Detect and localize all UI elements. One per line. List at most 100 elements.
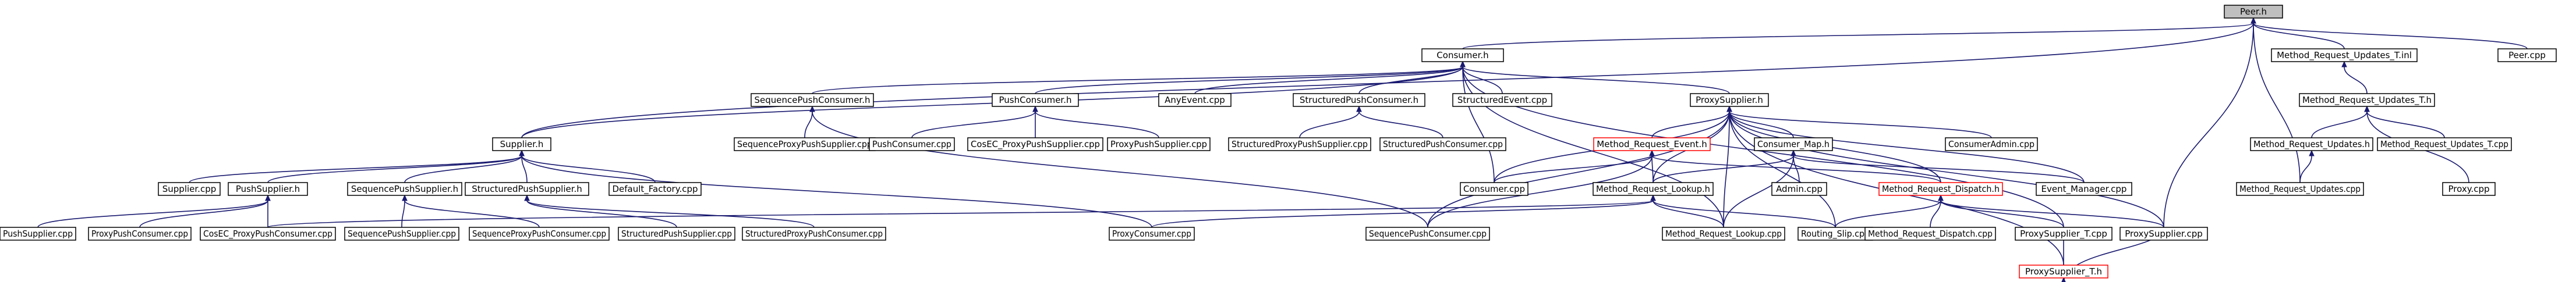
graph-node-seqpushconsumer-cpp[interactable]: SequencePushConsumer.cpp <box>1365 227 1490 241</box>
graph-node-seqpushconsumer-h[interactable]: SequencePushConsumer.h <box>751 93 874 107</box>
graph-node-pushconsumer-cpp[interactable]: PushConsumer.cpp <box>869 137 955 151</box>
graph-node-cosec-proxypushsupplier-cpp[interactable]: CosEC_ProxyPushSupplier.cpp <box>967 137 1103 151</box>
graph-node-mru-t-cpp[interactable]: Method_Request_Updates_T.cpp <box>2377 137 2512 151</box>
graph-node-seqpushsupplier-h[interactable]: SequencePushSupplier.h <box>347 182 462 196</box>
node-label: Event_Manager.cpp <box>2041 184 2127 195</box>
edge-line <box>1462 66 1503 94</box>
graph-node-seqproxypushsupplier-cpp[interactable]: SequenceProxyPushSupplier.cpp <box>734 137 876 151</box>
edge-line <box>139 200 268 228</box>
graph-node-admin-cpp[interactable]: Admin.cpp <box>1771 182 1827 196</box>
graph-node-mru-h[interactable]: Method_Request_Updates.h <box>2250 137 2373 151</box>
edge-line <box>1427 155 1653 228</box>
graph-node-anyevent-cpp[interactable]: AnyEvent.cpp <box>1158 93 1232 107</box>
edge-arrowhead <box>809 105 815 112</box>
edge-arrowhead <box>1938 194 1944 201</box>
graph-node-mru-t-h[interactable]: Method_Request_Updates_T.h <box>2299 93 2435 107</box>
node-label: SequencePushSupplier.cpp <box>348 229 456 239</box>
dependency-edge <box>1835 194 1944 228</box>
node-box <box>2236 182 2364 196</box>
graph-node-consumer-cpp[interactable]: Consumer.cpp <box>1460 182 1528 196</box>
graph-node-structpushconsumer-h[interactable]: StructuredPushConsumer.h <box>1293 93 1425 107</box>
node-label: CosEC_ProxyPushConsumer.cpp <box>203 229 332 240</box>
dependency-edge <box>1650 194 1724 228</box>
graph-node-mrd-h[interactable]: Method_Request_Dispatch.h <box>1878 182 2003 196</box>
node-label: Method_Request_Updates_T.h <box>2302 95 2432 106</box>
graph-node-proxysupplier-cpp[interactable]: ProxySupplier.cpp <box>2119 227 2208 241</box>
graph-node-default-factory-cpp[interactable]: Default_Factory.cpp <box>608 182 702 196</box>
graph-node-structproxypushsupplier-cpp[interactable]: StructuredProxyPushSupplier.cpp <box>1228 137 1371 151</box>
dependency-edge <box>2251 17 2345 49</box>
graph-node-mrl-h[interactable]: Method_Request_Lookup.h <box>1593 182 1714 196</box>
node-box <box>1945 137 2038 151</box>
dependency-edge <box>37 194 271 228</box>
node-label: PushSupplier.cpp <box>3 229 73 239</box>
graph-node-proxypushsupplier-cpp[interactable]: ProxyPushSupplier.cpp <box>1107 137 1211 151</box>
edge-line <box>521 155 656 183</box>
node-label: PushConsumer.cpp <box>872 139 951 149</box>
graph-node-structpushsupplier-h[interactable]: StructuredPushSupplier.h <box>465 182 589 196</box>
node-box <box>1878 182 2003 196</box>
dependency-edge <box>139 194 271 228</box>
node-label: CosEC_ProxyPushSupplier.cpp <box>971 139 1100 150</box>
graph-node-proxysupplier-h[interactable]: ProxySupplier.h <box>1690 93 1769 107</box>
graph-node-peer-h[interactable]: Peer.h <box>2224 5 2283 19</box>
graph-node-mru-t-inl[interactable]: Method_Request_Updates_T.inl <box>2271 48 2418 62</box>
edge-arrowhead <box>2309 149 2315 156</box>
graph-node-proxypushconsumer-cpp[interactable]: ProxyPushConsumer.cpp <box>88 227 192 241</box>
edge-line <box>1729 111 1992 138</box>
graph-node-seqproxypushconsumer-cpp[interactable]: SequenceProxyPushConsumer.cpp <box>469 227 610 241</box>
node-label: SequenceProxyPushSupplier.cpp <box>737 139 872 149</box>
edge-line <box>2253 23 2528 49</box>
graph-node-proxysupplier-t-cpp[interactable]: ProxySupplier_T.cpp <box>2015 227 2113 241</box>
dependency-edge <box>524 194 815 228</box>
graph-node-seqpushsupplier-cpp[interactable]: SequencePushSupplier.cpp <box>344 227 459 241</box>
graph-node-structpushsupplier-cpp[interactable]: StructuredPushSupplier.cpp <box>618 227 735 241</box>
node-box <box>751 93 874 107</box>
node-box <box>1365 227 1490 241</box>
graph-node-consumermap-h[interactable]: Consumer_Map.h <box>1754 137 1833 151</box>
graph-node-structproxypushconsumer-cpp[interactable]: StructuredProxyPushConsumer.cpp <box>742 227 886 241</box>
edge-line <box>404 200 540 228</box>
node-box <box>992 93 1079 107</box>
dependency-edge <box>1356 105 1443 138</box>
node-label: AnyEvent.cpp <box>1165 95 1225 105</box>
dependency-edge <box>2299 149 2315 183</box>
node-label: StructuredProxyPushSupplier.cpp <box>1232 139 1368 149</box>
dependency-edge <box>1358 60 1466 94</box>
node-box <box>88 227 192 241</box>
node-label: SequencePushSupplier.h <box>351 184 458 194</box>
graph-node-pushconsumer-h[interactable]: PushConsumer.h <box>992 93 1079 107</box>
graph-node-cosec-proxypushconsumer-cpp[interactable]: CosEC_ProxyPushConsumer.cpp <box>200 227 336 241</box>
edge-arrowhead <box>524 194 530 201</box>
dependency-edge <box>519 149 1152 228</box>
graph-node-mre-h[interactable]: Method_Request_Event.h <box>1593 137 1711 151</box>
graph-node-routing-slip-cpp[interactable]: Routing_Slip.cpp <box>1797 227 1873 241</box>
graph-node-mrl-cpp[interactable]: Method_Request_Lookup.cpp <box>1662 227 1785 241</box>
node-box <box>1593 182 1714 196</box>
graph-node-structpushconsumer-cpp[interactable]: StructuredPushConsumer.cpp <box>1379 137 1506 151</box>
graph-node-consumer-h[interactable]: Consumer.h <box>1421 48 1504 62</box>
graph-node-peer-cpp[interactable]: Peer.cpp <box>2497 48 2557 62</box>
graph-node-proxy-cpp[interactable]: Proxy.cpp <box>2442 182 2496 196</box>
graph-node-event-manager-cpp[interactable]: Event_Manager.cpp <box>2036 182 2132 196</box>
graph-node-proxyconsumer-cpp[interactable]: ProxyConsumer.cpp <box>1109 227 1195 241</box>
graph-node-pushsupplier-h[interactable]: PushSupplier.h <box>228 182 308 196</box>
graph-node-mru-cpp[interactable]: Method_Request_Updates.cpp <box>2236 182 2364 196</box>
graph-node-pushsupplier-cpp[interactable]: PushSupplier.cpp <box>0 227 76 241</box>
node-box <box>1593 137 1711 151</box>
edge-arrowhead <box>1726 105 1732 112</box>
graph-node-supplier-h[interactable]: Supplier.h <box>492 137 551 151</box>
graph-node-proxysupplier-t-h[interactable]: ProxySupplier_T.h <box>2019 265 2108 279</box>
node-label: Method_Request_Updates.h <box>2253 139 2370 150</box>
edge-arrowhead <box>265 194 271 201</box>
node-label: SequenceProxyPushConsumer.cpp <box>472 229 606 239</box>
graph-node-structevent-cpp[interactable]: StructuredEvent.cpp <box>1452 93 1552 107</box>
node-box <box>1662 227 1785 241</box>
node-box <box>618 227 735 241</box>
graph-node-consumeradmin-cpp[interactable]: ConsumerAdmin.cpp <box>1945 137 2038 151</box>
graph-node-mrd-cpp[interactable]: Method_Request_Dispatch.cpp <box>1864 227 1996 241</box>
graph-node-supplier-cpp[interactable]: Supplier.cpp <box>158 182 221 196</box>
node-label: PushSupplier.h <box>236 184 300 194</box>
